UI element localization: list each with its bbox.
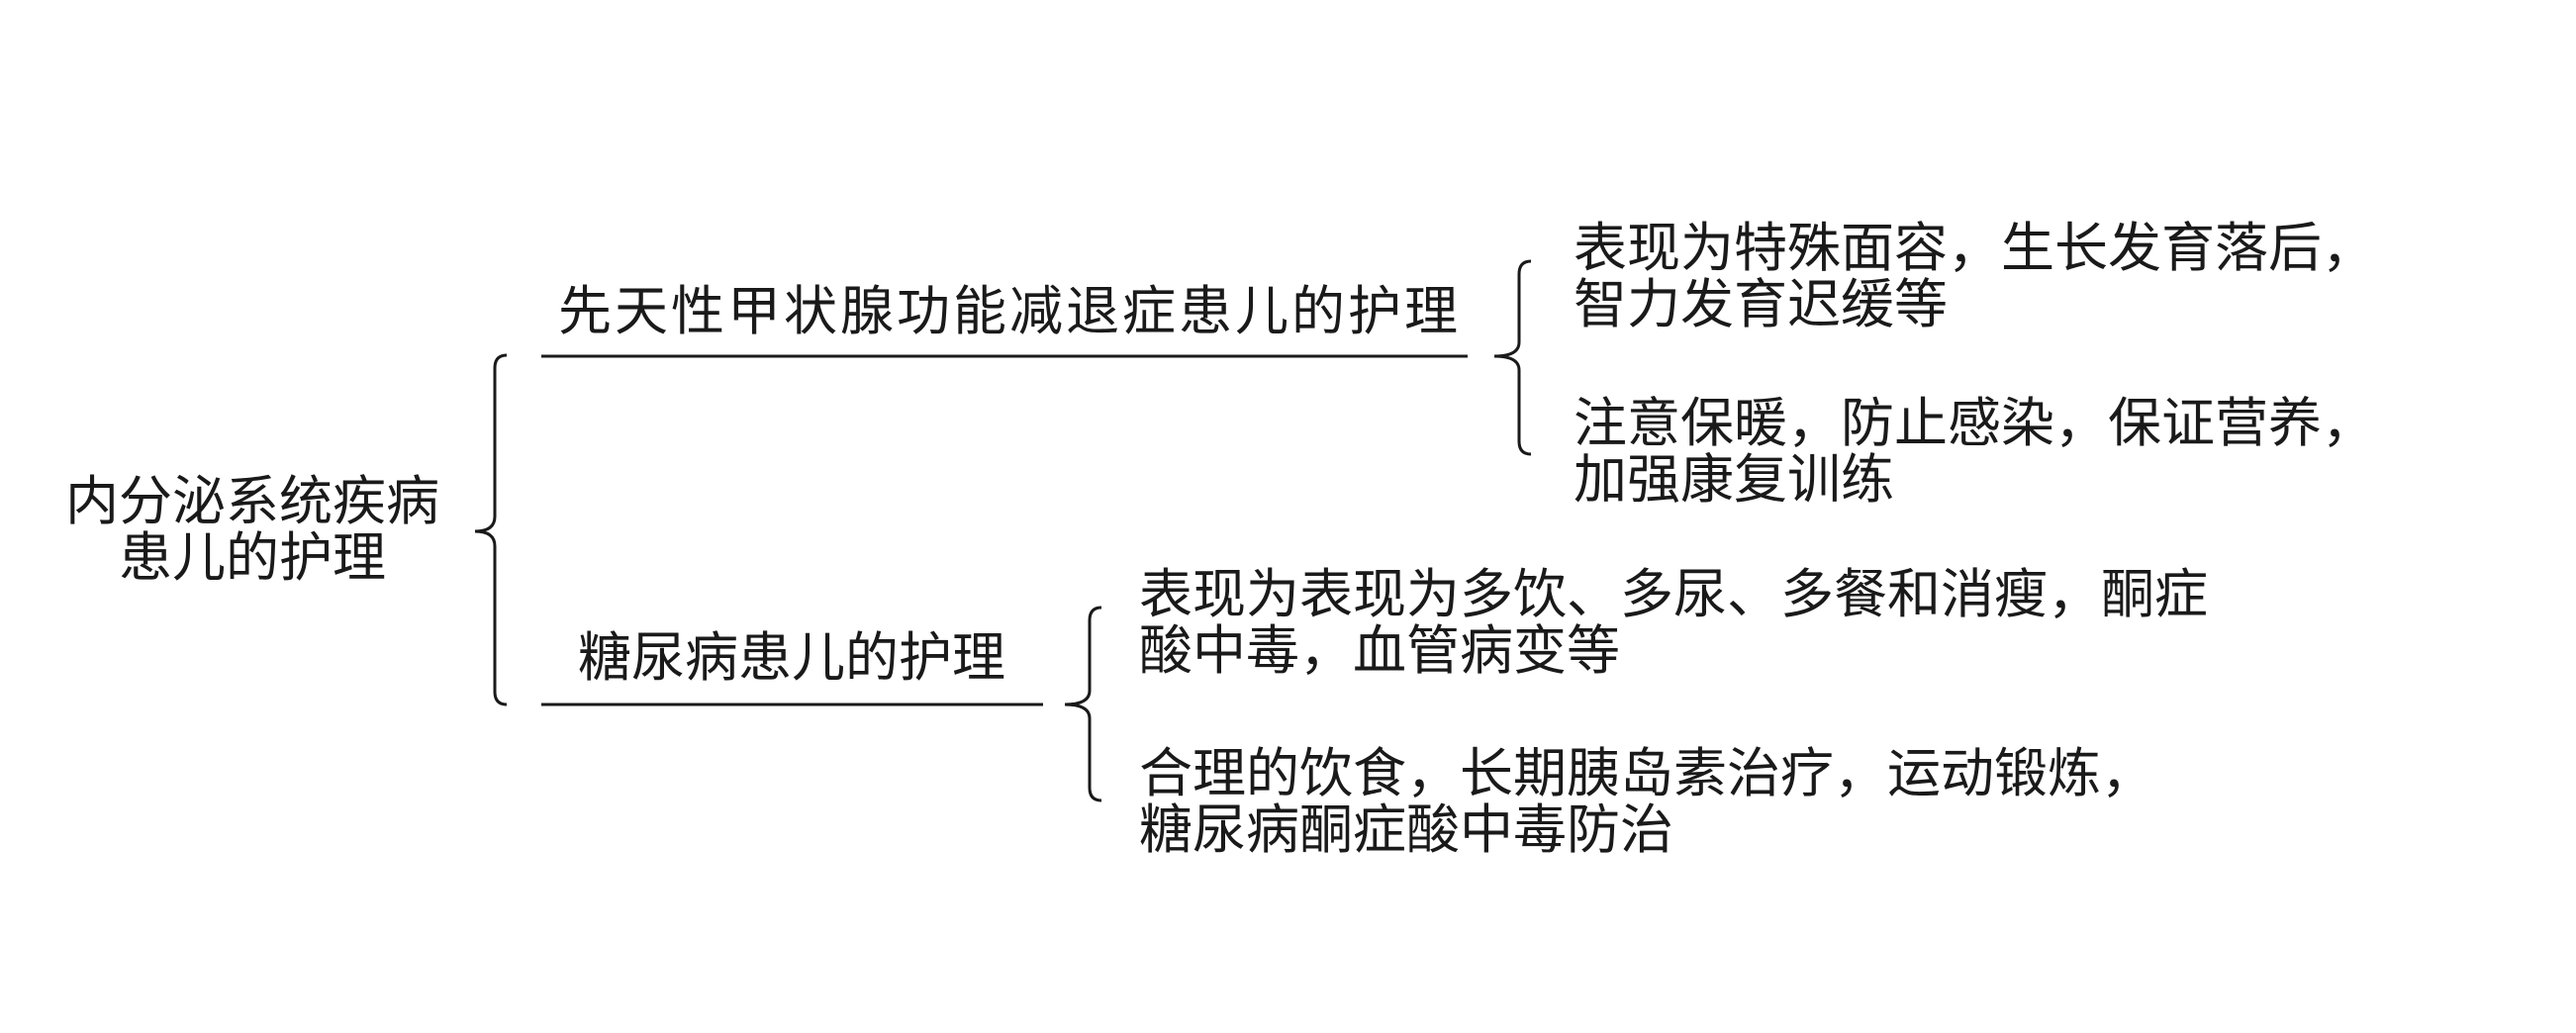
leaf-line: 表现为特殊面容，生长发育落后，	[1574, 217, 2375, 279]
branch-2-brace	[1064, 606, 1102, 802]
leaf-line: 合理的饮食，长期胰岛素治疗，运动锻炼，	[1139, 742, 2154, 804]
branch-2-label: 糖尿病患儿的护理	[578, 626, 1005, 689]
branch-1-brace	[1493, 259, 1532, 456]
root-line-1: 内分泌系统疾病	[65, 470, 439, 532]
leaf-line: 酸中毒，血管病变等	[1139, 619, 1620, 682]
leaf-line: 加强康复训练	[1574, 448, 1894, 511]
root-line-2: 患儿的护理	[119, 526, 386, 589]
branch-1-label: 先天性甲状腺功能减退症患儿的护理	[558, 280, 1461, 342]
root-brace	[474, 353, 508, 706]
leaf-line: 智力发育迟缓等	[1574, 273, 1948, 335]
branch-2-item-1: 表现为表现为多饮、多尿、多餐和消瘦，酮症 酸中毒，血管病变等	[1139, 566, 2208, 679]
branch-1-item-1: 表现为特殊面容，生长发育落后， 智力发育迟缓等	[1574, 220, 2375, 332]
leaf-line: 表现为表现为多饮、多尿、多餐和消瘦，酮症	[1139, 563, 2208, 625]
root-node: 内分泌系统疾病 患儿的护理	[40, 473, 465, 586]
leaf-line: 糖尿病酮症酸中毒防治	[1139, 798, 1673, 861]
branch-2-item-2: 合理的饮食，长期胰岛素治疗，运动锻炼， 糖尿病酮症酸中毒防治	[1139, 745, 2154, 858]
leaf-line: 注意保暖，防止感染，保证营养，	[1574, 392, 2375, 454]
branch-1-item-2: 注意保暖，防止感染，保证营养， 加强康复训练	[1574, 395, 2375, 508]
